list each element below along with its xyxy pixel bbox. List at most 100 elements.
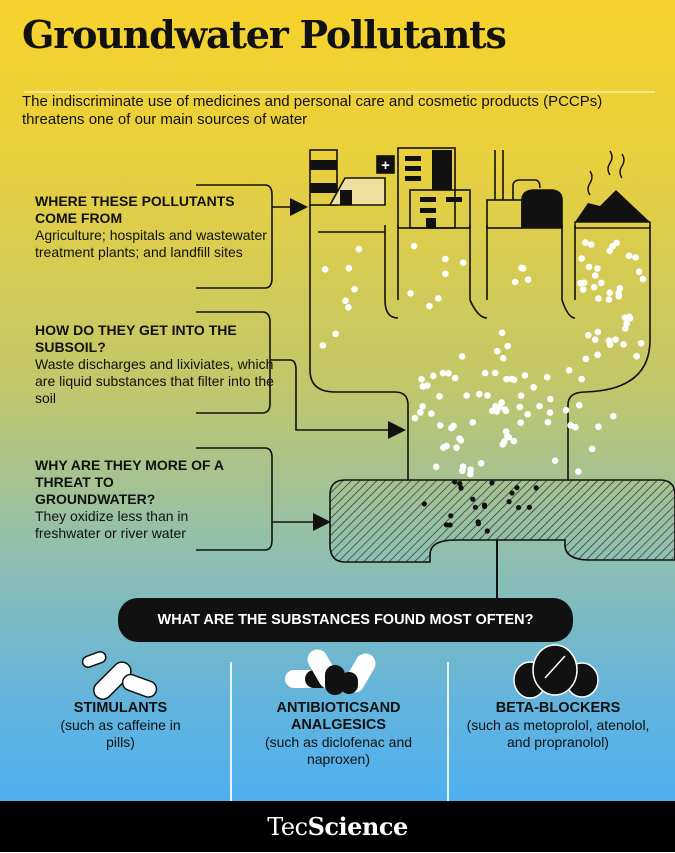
particle — [609, 242, 616, 250]
particle — [436, 393, 443, 400]
particle — [510, 376, 518, 384]
section-heading: WHY ARE THEY MORE OF A THREAT TO GROUNDW… — [35, 457, 224, 507]
particle — [355, 245, 363, 253]
particle — [565, 367, 573, 374]
particle — [517, 392, 525, 400]
particle — [472, 504, 479, 510]
brand-bold: Science — [307, 812, 409, 841]
funnel-outline — [309, 205, 651, 480]
particle — [606, 341, 614, 348]
column-divider — [230, 662, 232, 834]
farm-icon — [309, 149, 386, 233]
particle — [445, 370, 452, 377]
particle — [345, 303, 352, 311]
particle — [633, 352, 640, 360]
brackets — [196, 184, 390, 551]
particle — [598, 279, 605, 287]
section-heading: HOW DO THEY GET INTO THE SUBSOIL? — [35, 322, 237, 355]
section-body: Agriculture; hospitals and wastewater tr… — [35, 227, 267, 260]
particle — [502, 407, 510, 415]
pollutant-particles-underground — [421, 479, 539, 534]
particle — [423, 382, 431, 389]
section-how: HOW DO THEY GET INTO THE SUBSOIL? Waste … — [35, 322, 275, 407]
particle — [498, 329, 506, 337]
particle — [418, 375, 425, 383]
particle — [575, 468, 582, 475]
section-heading: WHERE THESE POLLUTANTS COME FROM — [35, 193, 235, 226]
particle — [515, 504, 522, 511]
particle — [606, 289, 614, 297]
particle — [582, 239, 589, 246]
particle — [489, 480, 495, 486]
particle — [426, 302, 433, 310]
arrow-icon — [388, 421, 406, 439]
particle — [567, 422, 574, 429]
particle — [609, 412, 617, 420]
section-why: WHY ARE THEY MORE OF A THREAT TO GROUNDW… — [35, 457, 235, 542]
particle — [514, 485, 520, 491]
particle — [594, 265, 601, 272]
particle — [582, 355, 590, 363]
particle — [595, 423, 602, 431]
particle — [594, 328, 602, 336]
particle — [632, 254, 639, 261]
particle — [585, 263, 593, 271]
particle — [580, 279, 588, 286]
particle — [457, 480, 463, 487]
particle — [635, 268, 643, 276]
particle — [448, 513, 454, 519]
particle — [321, 265, 329, 273]
groundwater-layer — [329, 479, 675, 563]
particle — [417, 409, 424, 416]
particle — [587, 241, 595, 248]
particle — [575, 401, 583, 409]
particle — [519, 265, 527, 272]
particle — [463, 392, 470, 399]
substance-detail: (such as metoprolol, atenolol, and propr… — [466, 717, 650, 750]
particle — [407, 290, 414, 297]
subtitle: The indiscriminate use of medicines and … — [22, 93, 603, 128]
particle — [439, 369, 447, 377]
particle — [469, 419, 477, 426]
particle — [411, 414, 419, 422]
particle — [342, 297, 349, 305]
title-divider — [24, 91, 655, 93]
particle — [451, 374, 459, 382]
particle — [591, 272, 599, 279]
particle — [443, 522, 450, 528]
particle — [435, 295, 442, 302]
black-tablets-icon — [513, 644, 599, 699]
particle — [484, 392, 491, 399]
arrows — [290, 198, 406, 531]
substance-detail: (such as diclofenac and naproxen) — [264, 734, 413, 767]
particle — [452, 479, 458, 485]
particle — [475, 519, 481, 525]
particle — [511, 278, 519, 286]
particle — [459, 463, 467, 470]
particle — [501, 438, 508, 445]
particle — [543, 373, 551, 381]
particle — [442, 270, 449, 277]
particle — [447, 522, 453, 528]
particle — [458, 485, 464, 491]
particle — [615, 292, 623, 300]
groundwater-diagram: + — [196, 147, 675, 598]
white-pills-icon — [81, 650, 158, 700]
particle — [509, 490, 515, 496]
particle — [524, 276, 532, 283]
particle — [588, 445, 596, 453]
particle — [453, 444, 460, 451]
particle — [536, 402, 543, 410]
substance-name: STIMULANTS — [73, 700, 168, 716]
particle — [442, 255, 449, 263]
substance-beta-blockers: BETA-BLOCKERS (such as metoprolol, ateno… — [448, 700, 668, 751]
footer-logo: TecScience — [0, 801, 675, 852]
particle — [458, 353, 466, 360]
particle — [467, 466, 474, 473]
particle — [544, 418, 552, 426]
substance-antibiotics: ANTIBIOTICSAND ANALGESICS (such as diclo… — [231, 700, 446, 768]
pollutant-particles — [319, 239, 647, 478]
substance-stimulants: STIMULANTS (such as caffeine in pills) — [13, 700, 228, 751]
particle — [551, 457, 559, 465]
particle — [590, 283, 598, 291]
